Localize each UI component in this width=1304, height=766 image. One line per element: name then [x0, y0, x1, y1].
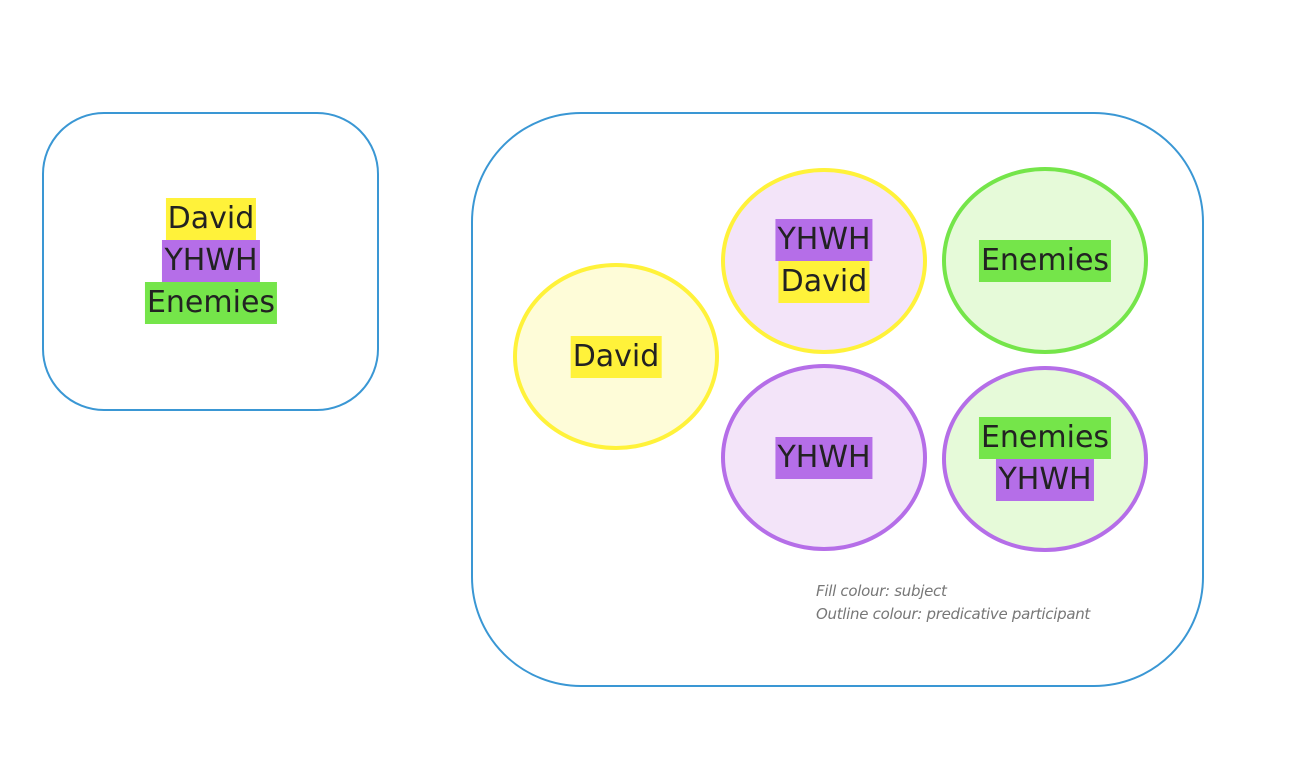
bubble-tag-yhwh: YHWH	[775, 436, 873, 479]
bubble-yhwh: YHWH	[721, 364, 927, 551]
legend-tag-david: David	[165, 198, 257, 240]
bubble-enemies: Enemies	[942, 167, 1148, 354]
bubble-yhwh-david: YHWH David	[721, 168, 927, 354]
bubble-enemies-yhwh: Enemies YHWH	[942, 366, 1148, 552]
legend-stack: David YHWH Enemies	[144, 198, 278, 324]
bubble-david: David	[513, 263, 719, 450]
bubble-tag-enemies: Enemies	[978, 417, 1112, 459]
bubble-tag-yhwh: YHWH	[996, 459, 1094, 501]
bubble-tag-yhwh: YHWH	[775, 219, 873, 261]
bubble-tag-david: David	[778, 261, 870, 303]
legend-tag-enemies: Enemies	[144, 282, 278, 324]
note-fill-colour: Fill colour: subject	[816, 582, 947, 600]
bubble-tag-enemies: Enemies	[978, 239, 1112, 282]
legend-tag-yhwh: YHWH	[162, 240, 260, 282]
bubble-tag-david: David	[570, 335, 662, 378]
note-outline-colour: Outline colour: predicative participant	[816, 605, 1091, 623]
